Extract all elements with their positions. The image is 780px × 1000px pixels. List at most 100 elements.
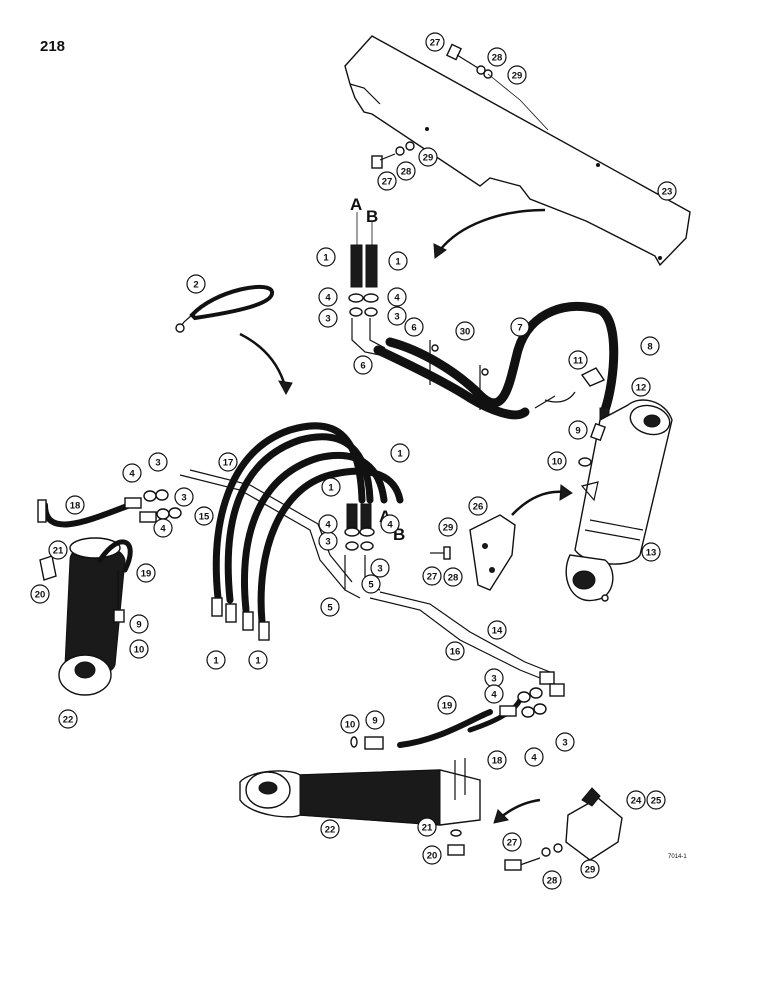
callout-number: 18 (492, 755, 503, 766)
callout-15: 15 (194, 506, 214, 526)
callout-3: 3 (484, 668, 504, 688)
callout-circle (507, 65, 527, 85)
callout-number: 8 (647, 341, 652, 352)
callout-number: 1 (213, 655, 219, 666)
callout-16: 16 (445, 641, 465, 661)
callout-12: 12 (631, 377, 651, 397)
callout-circle (388, 251, 408, 271)
callout-27: 27 (502, 832, 522, 852)
callout-circle (48, 540, 68, 560)
callout-number: 5 (327, 602, 333, 613)
callout-4: 4 (122, 463, 142, 483)
callout-number: 11 (573, 355, 584, 366)
callout-circle (318, 308, 338, 328)
callout-1: 1 (248, 650, 268, 670)
callout-circle (194, 506, 214, 526)
callout-circle (524, 747, 544, 767)
left-fittings (37, 489, 182, 528)
callout-number: 10 (345, 719, 356, 730)
arrow-right (511, 490, 566, 516)
callout-number: 9 (575, 425, 580, 436)
callout-number: 6 (360, 360, 365, 371)
callout-26: 26 (468, 496, 488, 516)
callout-circle (320, 819, 340, 839)
callout-circle (547, 451, 567, 471)
callout-5: 5 (320, 597, 340, 617)
callout-circle (418, 147, 438, 167)
callout-number: 3 (394, 311, 399, 322)
callout-3: 3 (318, 308, 338, 328)
callout-27: 27 (377, 171, 397, 191)
callout-circle (396, 161, 416, 181)
callout-number: 30 (460, 326, 471, 337)
callout-21: 21 (48, 540, 68, 560)
callout-number: 1 (395, 256, 401, 267)
callout-8: 8 (640, 336, 660, 356)
callout-18: 18 (65, 495, 85, 515)
callout-3: 3 (387, 306, 407, 326)
callout-circle (425, 32, 445, 52)
callout-number: 4 (129, 468, 135, 479)
callout-number: 5 (368, 579, 374, 590)
callout-number: 16 (450, 646, 461, 657)
figure-code: 7014-1 (668, 854, 687, 860)
callout-circle (153, 518, 173, 538)
cylinder-bottom (239, 758, 481, 856)
callout-circle (186, 274, 206, 294)
callout-number: 18 (70, 500, 81, 511)
callout-circle (129, 639, 149, 659)
callout-circle (390, 443, 410, 463)
callout-18: 18 (487, 750, 507, 770)
callout-1: 1 (206, 650, 226, 670)
callout-number: 4 (394, 292, 400, 303)
callout-1: 1 (388, 251, 408, 271)
callout-circle (445, 641, 465, 661)
callout-number: 4 (325, 292, 331, 303)
callout-number: 3 (491, 673, 496, 684)
callout-number: 10 (552, 456, 563, 467)
callout-4: 4 (484, 684, 504, 704)
callout-20: 20 (422, 845, 442, 865)
callout-circle (555, 732, 575, 752)
callout-29: 29 (418, 147, 438, 167)
callout-number: 9 (136, 619, 141, 630)
callout-7: 7 (510, 317, 530, 337)
callout-number: 14 (492, 625, 503, 636)
callout-number: 19 (442, 700, 453, 711)
callout-circle (218, 452, 238, 472)
callout-number: 3 (181, 492, 186, 503)
callout-number: 1 (328, 482, 334, 493)
callout-circle (468, 496, 488, 516)
callout-number: 3 (155, 457, 160, 468)
arrow-left (239, 332, 287, 387)
callout-1: 1 (390, 443, 410, 463)
callout-10: 10 (129, 639, 149, 659)
callout-4: 4 (387, 287, 407, 307)
callout-circle (568, 350, 588, 370)
callout-number: 28 (547, 875, 558, 886)
callout-number: 4 (387, 519, 393, 530)
callout-29: 29 (580, 859, 600, 879)
callout-20: 20 (30, 584, 50, 604)
callout-11: 11 (568, 350, 588, 370)
callout-circle (174, 487, 194, 507)
callout-3: 3 (318, 531, 338, 551)
tubes (179, 469, 565, 697)
callout-circle (631, 377, 651, 397)
callout-number: 24 (631, 795, 642, 806)
strap (175, 284, 274, 333)
callout-2: 2 (186, 274, 206, 294)
callout-circle (422, 845, 442, 865)
callout-9: 9 (568, 420, 588, 440)
callout-number: 7 (517, 322, 522, 333)
callout-circle (443, 567, 463, 587)
callout-number: 4 (325, 519, 331, 530)
callout-1: 1 (321, 477, 341, 497)
callout-3: 3 (148, 452, 168, 472)
callout-4: 4 (524, 747, 544, 767)
callout-circle (316, 247, 336, 267)
callout-19: 19 (437, 695, 457, 715)
callout-circle (510, 317, 530, 337)
upper-hoses-ab (348, 212, 619, 421)
callout-4: 4 (318, 514, 338, 534)
